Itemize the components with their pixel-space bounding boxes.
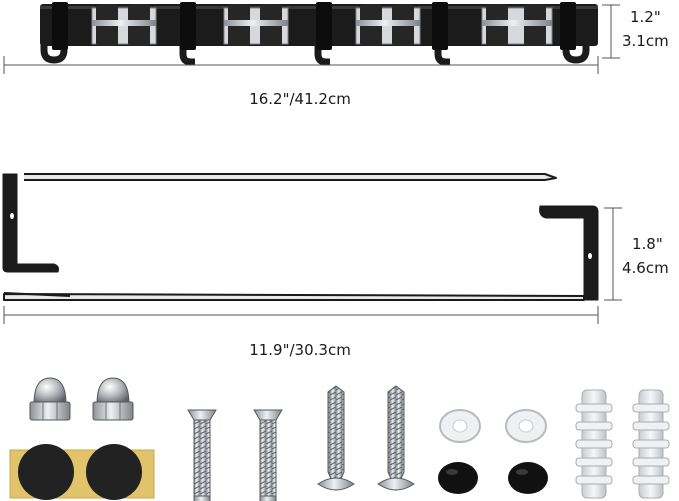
wood-screw xyxy=(317,385,355,492)
acorn-nut xyxy=(29,377,71,421)
flat-head-bolt xyxy=(253,409,283,501)
rack-length-label: 16.2"/41.2cm xyxy=(249,90,351,108)
rack-dimension-lines xyxy=(3,4,620,74)
bracket-height-cm-label: 4.6cm xyxy=(622,259,669,277)
bracket-length-label: 11.9"/30.3cm xyxy=(249,341,351,359)
acorn-nut xyxy=(92,377,134,421)
mop-rack xyxy=(40,2,598,66)
black-cap xyxy=(438,462,478,494)
clear-washer xyxy=(439,409,481,443)
flat-head-bolt xyxy=(187,409,217,501)
mounting-bracket xyxy=(2,173,599,301)
black-cap xyxy=(508,462,548,494)
clear-washer xyxy=(505,409,547,443)
bracket-dimension-lines xyxy=(3,207,622,324)
wall-anchor xyxy=(575,389,613,499)
rack-hooks xyxy=(40,40,590,66)
wood-screw xyxy=(377,385,415,492)
rack-clamps xyxy=(91,4,553,46)
wall-anchor xyxy=(632,389,670,499)
adhesive-pad-sheet xyxy=(9,444,155,500)
rack-height-cm-label: 3.1cm xyxy=(622,32,669,50)
rack-height-in-label: 1.2" xyxy=(630,8,661,26)
bracket-height-in-label: 1.8" xyxy=(632,235,663,253)
